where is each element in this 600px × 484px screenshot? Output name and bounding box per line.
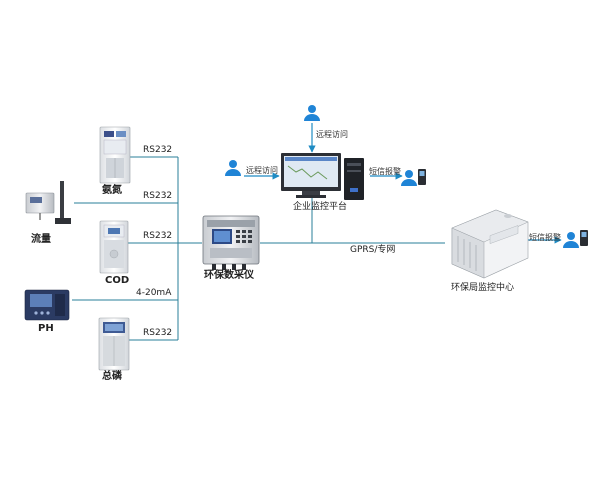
link-analog-ph: 4-20mA xyxy=(136,288,172,298)
user-icon-remote-top xyxy=(304,105,320,121)
cod-analyzer xyxy=(99,220,129,274)
access-arrows xyxy=(244,123,562,244)
phosphorus-label: 总磷 xyxy=(102,371,122,382)
enterprise-platform-label: 企业监控平台 xyxy=(293,202,348,212)
link-rs232-cod: RS232 xyxy=(143,231,173,241)
ammonia-label: 氨氮 xyxy=(102,185,122,196)
remote-access-top-label: 远程访问 xyxy=(316,130,348,139)
link-rs232-phosphorus: RS232 xyxy=(143,328,173,338)
link-rs232-ammonia: RS232 xyxy=(143,145,173,155)
phosphorus-analyzer xyxy=(98,317,130,371)
remote-access-left-label: 远程访问 xyxy=(246,166,278,175)
bureau-center-label: 环保局监控中心 xyxy=(451,283,515,293)
connection-lines xyxy=(72,156,445,341)
user-icon-enterprise-sms xyxy=(401,170,417,186)
collector-label: 环保数采仪 xyxy=(204,270,254,281)
ph-label: PH xyxy=(38,323,54,334)
ammonia-analyzer xyxy=(99,126,131,184)
enterprise-computer xyxy=(281,153,364,200)
user-icon-center-sms xyxy=(563,232,579,248)
cod-label: COD xyxy=(105,275,130,286)
phone-icon-enterprise xyxy=(418,169,426,185)
phone-icon-center xyxy=(580,230,588,246)
flow-label: 流量 xyxy=(31,234,51,245)
link-gprs: GPRS/专网 xyxy=(350,245,396,255)
enterprise-sms-label: 短信报警 xyxy=(369,167,401,176)
ph-meter xyxy=(24,289,70,321)
user-icon-remote-left xyxy=(225,160,241,176)
center-sms-label: 短信报警 xyxy=(529,233,561,242)
bureau-building xyxy=(451,209,529,279)
data-acquisition-unit xyxy=(202,215,260,270)
link-rs232-flow: RS232 xyxy=(143,191,173,201)
flow-meter xyxy=(25,181,71,224)
